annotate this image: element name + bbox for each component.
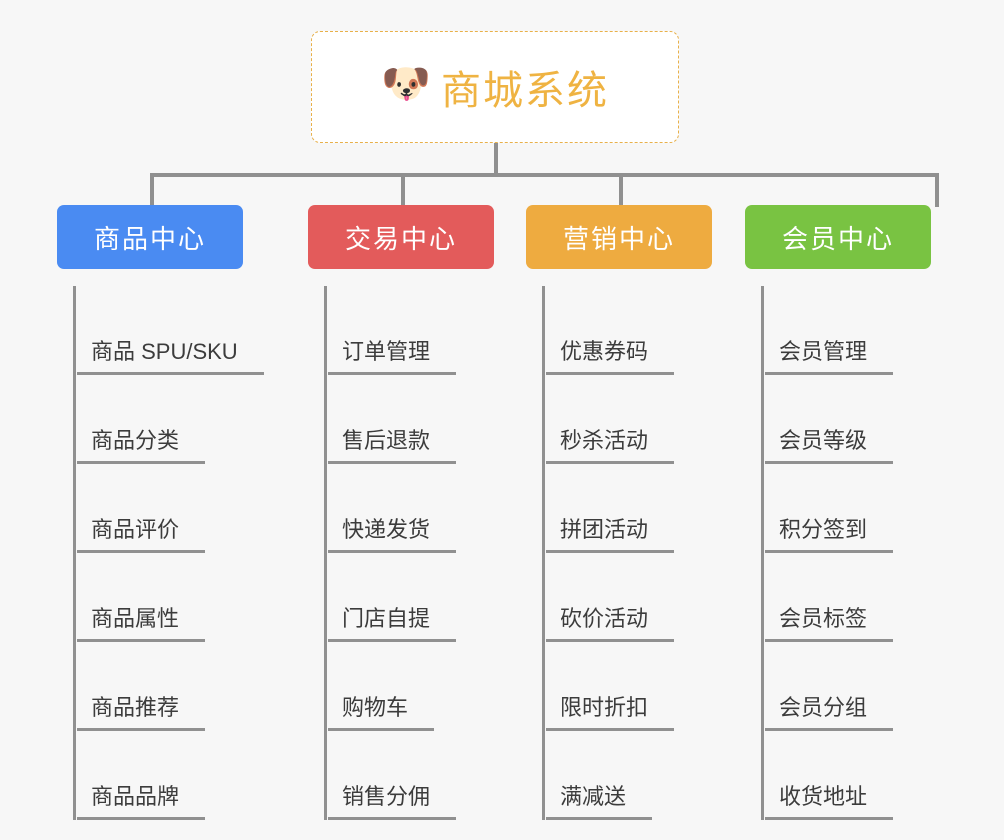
category-header-label: 营销中心 (562, 223, 675, 254)
leaf-label: 秒杀活动 (546, 423, 675, 464)
connector-spine-marketing-center (542, 286, 545, 820)
connector-root-stem (494, 143, 498, 176)
list-item[interactable]: 砍价活动 (542, 553, 712, 642)
connector-horizontal-bus (150, 173, 939, 177)
category-header-member-center[interactable]: 会员中心 (745, 205, 931, 269)
leaf-list-trade-center: 订单管理 售后退款 快递发货 门店自提 购物车 销售分佣 (308, 286, 494, 820)
leaf-label: 销售分佣 (328, 779, 457, 820)
leaf-label: 门店自提 (328, 601, 457, 642)
connector-spine-product-center (73, 286, 76, 820)
leaf-label: 砍价活动 (546, 601, 675, 642)
leaf-list-product-center: 商品 SPU/SKU 商品分类 商品评价 商品属性 商品推荐 商品品牌 (57, 286, 264, 820)
leaf-label: 优惠券码 (546, 334, 675, 375)
leaf-label: 会员等级 (765, 423, 894, 464)
leaf-label: 商品 SPU/SKU (77, 334, 264, 375)
leaf-label: 商品推荐 (77, 690, 206, 731)
list-item[interactable]: 优惠券码 (542, 286, 712, 375)
category-column-trade-center: 交易中心 订单管理 售后退款 快递发货 门店自提 购物车 销售分佣 (308, 205, 494, 820)
shiba-dog-face-icon: 🐶 (381, 62, 431, 106)
list-item[interactable]: 商品推荐 (73, 642, 243, 731)
list-item[interactable]: 会员标签 (761, 553, 931, 642)
list-item[interactable]: 满减送 (542, 731, 712, 820)
leaf-label: 购物车 (328, 690, 435, 731)
leaf-label: 商品属性 (77, 601, 206, 642)
list-item[interactable]: 门店自提 (324, 553, 494, 642)
leaf-label: 会员分组 (765, 690, 894, 731)
list-item[interactable]: 商品品牌 (73, 731, 243, 820)
connector-drop-product-center (150, 173, 154, 207)
leaf-list-member-center: 会员管理 会员等级 积分签到 会员标签 会员分组 收货地址 (745, 286, 931, 820)
list-item[interactable]: 购物车 (324, 642, 494, 731)
leaf-label: 商品评价 (77, 512, 206, 553)
leaf-label: 收货地址 (765, 779, 894, 820)
list-item[interactable]: 秒杀活动 (542, 375, 712, 464)
leaf-label: 满减送 (546, 779, 653, 820)
leaf-label: 商品品牌 (77, 779, 206, 820)
category-column-marketing-center: 营销中心 优惠券码 秒杀活动 拼团活动 砍价活动 限时折扣 满减送 (526, 205, 712, 820)
category-column-member-center: 会员中心 会员管理 会员等级 积分签到 会员标签 会员分组 收货地址 (745, 205, 931, 820)
list-item[interactable]: 商品 SPU/SKU (73, 286, 264, 375)
connector-drop-member-center (935, 173, 939, 207)
leaf-label: 拼团活动 (546, 512, 675, 553)
list-item[interactable]: 商品分类 (73, 375, 243, 464)
list-item[interactable]: 快递发货 (324, 464, 494, 553)
category-header-label: 商品中心 (93, 223, 206, 254)
connector-drop-marketing-center (619, 173, 623, 207)
list-item[interactable]: 商品评价 (73, 464, 243, 553)
leaf-label: 快递发货 (328, 512, 457, 553)
leaf-label: 商品分类 (77, 423, 206, 464)
category-header-label: 会员中心 (781, 223, 894, 254)
leaf-label: 限时折扣 (546, 690, 675, 731)
list-item[interactable]: 收货地址 (761, 731, 931, 820)
list-item[interactable]: 商品属性 (73, 553, 243, 642)
list-item[interactable]: 销售分佣 (324, 731, 494, 820)
list-item[interactable]: 会员管理 (761, 286, 931, 375)
leaf-label: 售后退款 (328, 423, 457, 464)
root-node-shop-system[interactable]: 🐶 商城系统 (311, 31, 679, 143)
list-item[interactable]: 会员分组 (761, 642, 931, 731)
category-header-trade-center[interactable]: 交易中心 (308, 205, 494, 269)
category-header-product-center[interactable]: 商品中心 (57, 205, 243, 269)
list-item[interactable]: 售后退款 (324, 375, 494, 464)
leaf-label: 会员标签 (765, 601, 894, 642)
root-node-title: 商城系统 (441, 69, 609, 113)
category-column-product-center: 商品中心 商品 SPU/SKU 商品分类 商品评价 商品属性 商品推荐 商品品牌 (57, 205, 264, 820)
list-item[interactable]: 限时折扣 (542, 642, 712, 731)
list-item[interactable]: 积分签到 (761, 464, 931, 553)
list-item[interactable]: 会员等级 (761, 375, 931, 464)
leaf-label: 积分签到 (765, 512, 894, 553)
leaf-label: 订单管理 (328, 334, 457, 375)
category-header-label: 交易中心 (344, 223, 457, 254)
connector-spine-trade-center (324, 286, 327, 820)
list-item[interactable]: 拼团活动 (542, 464, 712, 553)
leaf-label: 会员管理 (765, 334, 894, 375)
list-item[interactable]: 订单管理 (324, 286, 494, 375)
leaf-list-marketing-center: 优惠券码 秒杀活动 拼团活动 砍价活动 限时折扣 满减送 (526, 286, 712, 820)
connector-drop-trade-center (401, 173, 405, 207)
category-header-marketing-center[interactable]: 营销中心 (526, 205, 712, 269)
connector-spine-member-center (761, 286, 764, 820)
